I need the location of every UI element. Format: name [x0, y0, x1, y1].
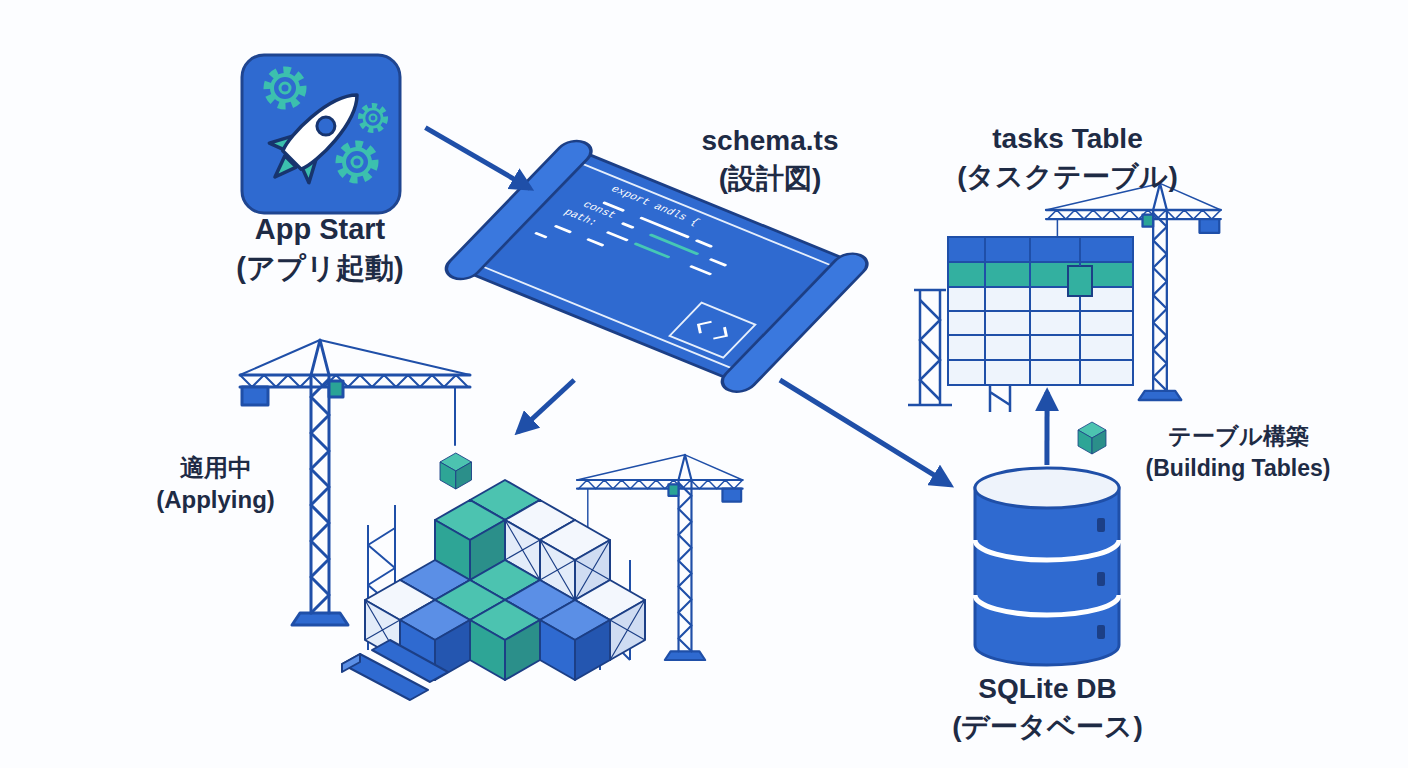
- database-cylinder: [975, 468, 1119, 508]
- table-cranes: [908, 404, 952, 407]
- steel-beams: [372, 640, 448, 682]
- database-cylinder: [1097, 518, 1105, 532]
- blueprint-sheet: [651, 235, 697, 254]
- app-icon: [361, 106, 385, 130]
- app-icon: [272, 75, 298, 101]
- app-icon: [280, 83, 369, 172]
- blueprint-sheet: [715, 249, 873, 396]
- blueprint-sheet: [670, 303, 756, 358]
- tasks-table-grid: [948, 237, 1133, 385]
- block-cluster: [540, 600, 610, 680]
- app-icon: [268, 71, 302, 105]
- node-label: SQLite DB (データベース): [935, 670, 1160, 746]
- table-cranes: [990, 385, 1010, 412]
- tasks-table-grid: [948, 287, 1133, 360]
- steel-beams: [342, 654, 360, 672]
- blueprint-sheet: [536, 222, 602, 255]
- schema-blueprint: schema.ts (設計図): [530, 110, 870, 380]
- flow-arrow: [780, 380, 950, 485]
- blueprint-sheet: [636, 244, 668, 257]
- app-icon: [268, 71, 302, 105]
- node-label: 適用中 (Applying): [148, 452, 283, 517]
- construction-cranes: [440, 453, 472, 489]
- code-text: export andls {: [608, 184, 701, 227]
- blueprint-sheet: [623, 224, 725, 266]
- app-icon: [255, 75, 377, 197]
- construction-site: 適用中 (Applying): [160, 432, 700, 692]
- app-icon: [280, 83, 290, 93]
- tasks-table: tasks Table (タスクテーブル): [935, 112, 1200, 392]
- app-icon: [370, 115, 377, 122]
- table-cranes: [920, 300, 940, 400]
- tasks-table-grid: [948, 262, 1133, 287]
- database-cylinder: [975, 422, 1119, 665]
- flow-arrow: [425, 128, 530, 189]
- steel-beams: [342, 640, 448, 700]
- app-icon: [344, 149, 370, 175]
- blueprint-sheet: [693, 319, 732, 342]
- tasks-table-grid: [1079, 263, 1081, 266]
- app-icon: [352, 157, 362, 167]
- app-icon: [361, 106, 385, 130]
- table-cranes: [914, 290, 946, 405]
- app-icon: [364, 109, 382, 127]
- app-icon: [313, 113, 338, 138]
- sqlite-database: SQLite DB (データベース): [950, 465, 1145, 750]
- node-label: App Start (アプリ起動): [220, 210, 420, 288]
- tasks-table-grid: [985, 237, 1080, 385]
- app-icon: [340, 145, 374, 179]
- flow-arrow: [518, 380, 574, 432]
- app-icon: [242, 55, 400, 213]
- database-cylinder: [975, 540, 1119, 615]
- node-label: tasks Table (タスクテーブル): [945, 120, 1190, 196]
- tasks-table-grid: [1068, 266, 1092, 296]
- blueprint-sheet: [536, 192, 734, 298]
- block-cluster: [470, 600, 540, 680]
- flow-arrow: [1044, 392, 1049, 465]
- database-cylinder: [1097, 625, 1105, 639]
- blueprint-sheet: [608, 232, 710, 274]
- database-cylinder: [1097, 572, 1105, 586]
- database-cylinder: [975, 488, 1119, 665]
- tasks-table-grid: [948, 237, 1133, 385]
- edge-label: テーブル構築 (Building Tables): [1118, 420, 1358, 484]
- tasks-table-grid: [948, 237, 1133, 262]
- database-cylinder: [1078, 422, 1106, 454]
- app-start-icon: App Start (アプリ起動): [225, 52, 415, 292]
- node-label: schema.ts (設計図): [670, 122, 870, 198]
- app-icon: [242, 55, 400, 213]
- table-cranes: [908, 183, 1221, 412]
- app-icon: [340, 145, 374, 179]
